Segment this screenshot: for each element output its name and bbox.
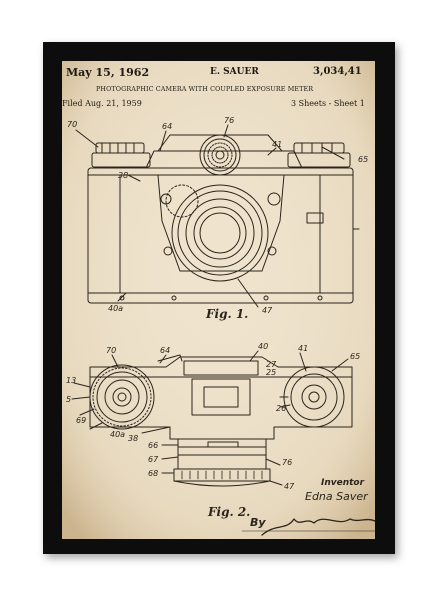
callout-label: 38	[128, 434, 138, 443]
callout-label: 64	[162, 122, 172, 131]
inventor-label: Inventor	[321, 478, 365, 488]
patent-number: 3,034,41	[313, 66, 362, 77]
callout-label: 41	[272, 140, 282, 149]
callout-label: 69	[76, 416, 86, 425]
callout-label: 5	[66, 395, 71, 404]
callout-label: 26	[276, 404, 286, 413]
callout-label: 40	[258, 342, 268, 351]
callout-label: 70	[67, 120, 77, 129]
callout-label: 38	[118, 171, 128, 180]
paper-aging	[62, 61, 375, 539]
callout-label: 76	[282, 458, 292, 467]
picture-frame: 70 64 76 41 65 38 40a 47 70 64 40 41 65 …	[43, 42, 395, 554]
inventor-header: E. SAUER	[210, 67, 259, 77]
patent-title: PHOTOGRAPHIC CAMERA WITH COUPLED EXPOSUR…	[96, 85, 314, 93]
patent-print: 70 64 76 41 65 38 40a 47 70 64 40 41 65 …	[62, 61, 375, 539]
callout-label: 76	[224, 116, 234, 125]
callout-label: 27	[266, 360, 277, 369]
filed-date: Filed Aug. 21, 1959	[62, 99, 142, 108]
inventor-name: Edna Saver	[305, 490, 368, 503]
callout-label: 25	[266, 368, 276, 377]
patent-date: May 15, 1962	[66, 66, 150, 79]
callout-label: 70	[106, 346, 116, 355]
callout-label: 47	[262, 306, 273, 315]
callout-label: 67	[148, 455, 159, 464]
signature-scribble	[261, 518, 375, 536]
camera-patent-drawing: 70 64 76 41 65 38 40a 47 70 64 40 41 65 …	[62, 61, 375, 539]
figure-1-label: Fig. 1.	[206, 307, 249, 321]
fig2-camera-top	[71, 350, 353, 487]
callout-label: 40a	[108, 304, 123, 313]
by-label: By	[250, 516, 266, 529]
callout-label: 66	[148, 441, 158, 450]
callout-label: 65	[350, 352, 360, 361]
callout-label: 64	[160, 346, 170, 355]
callout-label: 13	[66, 376, 76, 385]
callout-label: 65	[358, 155, 368, 164]
callout-label: 68	[148, 469, 158, 478]
figure-2-label: Fig. 2.	[208, 505, 251, 519]
callout-label: 41	[298, 344, 308, 353]
sheet-count: 3 Sheets - Sheet 1	[291, 99, 365, 108]
fig1-camera-front	[75, 124, 360, 308]
callout-label: 47	[284, 482, 295, 491]
callout-label: 40a	[110, 430, 125, 439]
